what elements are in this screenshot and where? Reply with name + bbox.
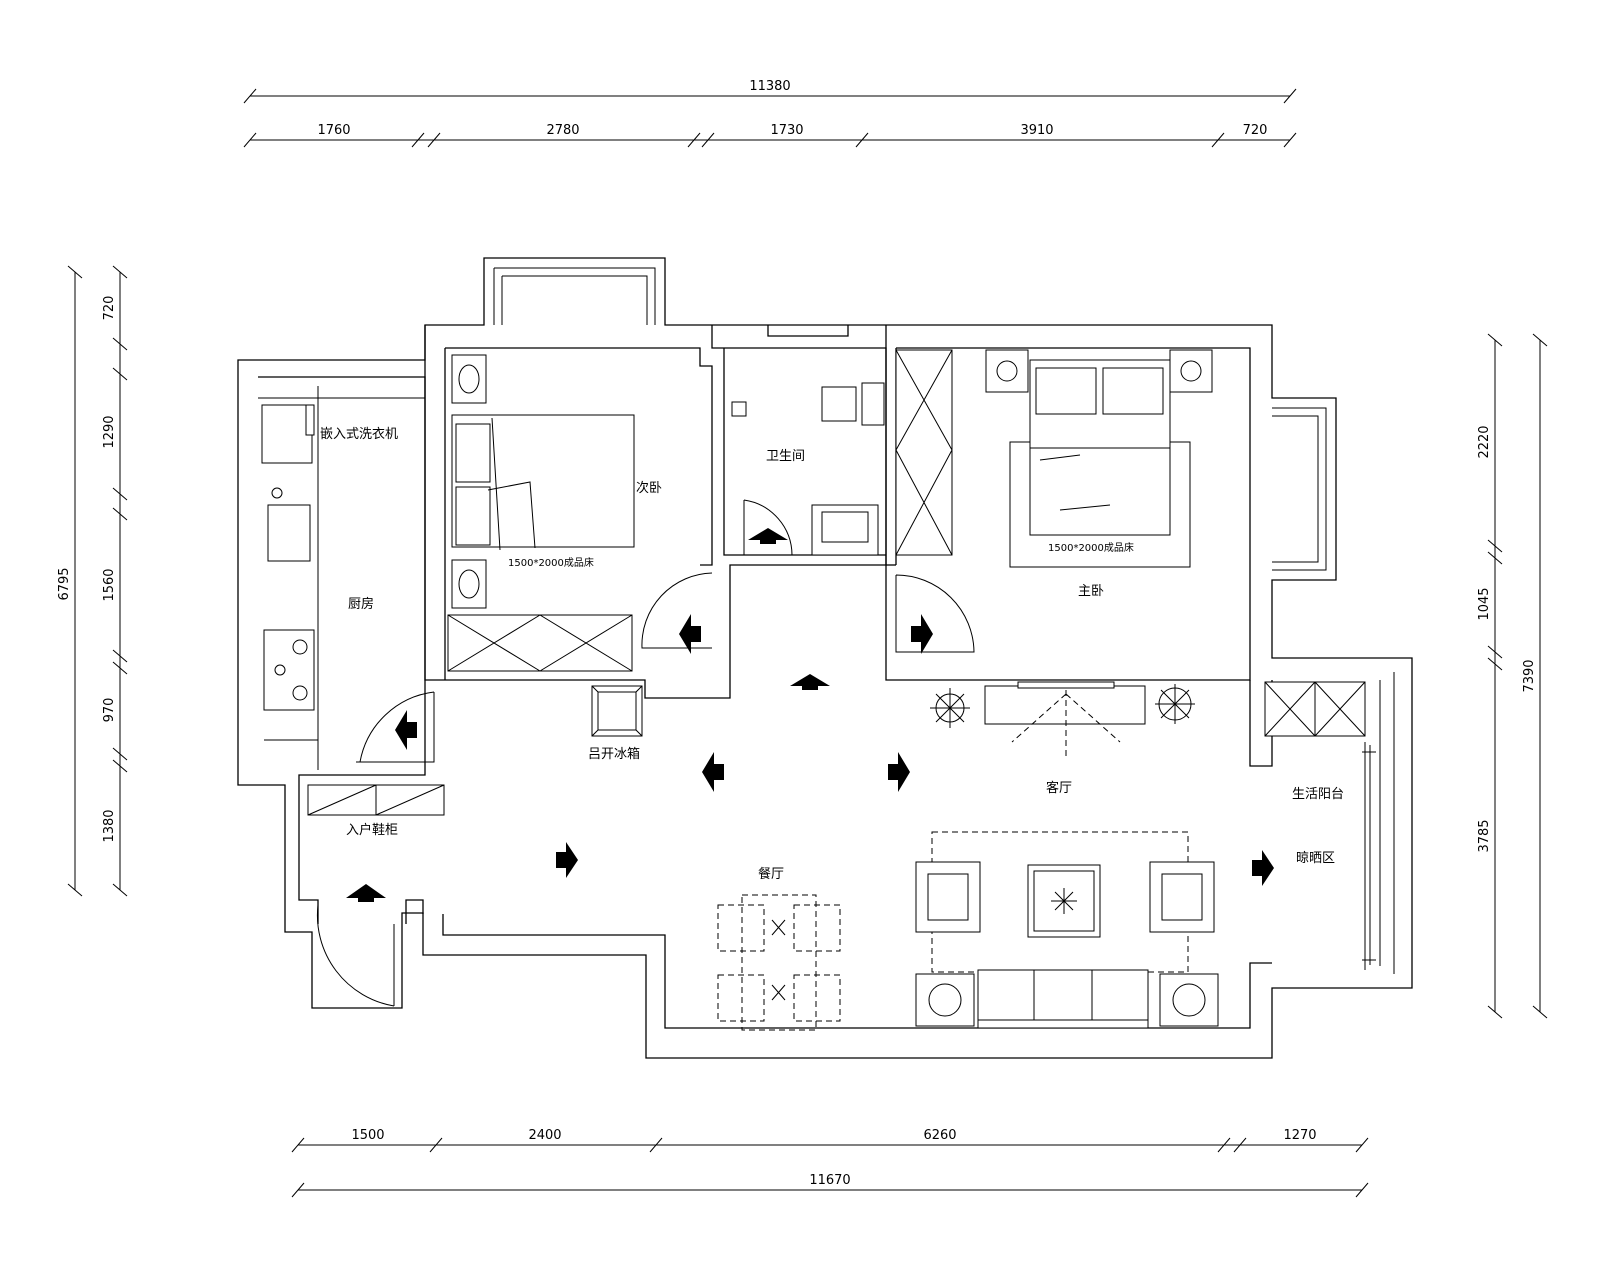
label-dining-room: 餐厅 [758,866,784,882]
label-bed-master: 1500*2000成品床 [1048,541,1134,554]
toilet [821,386,857,422]
label-kitchen: 厨房 [348,596,374,612]
plant-icon [1155,684,1195,724]
dim-right-total: 7390 [1522,659,1537,692]
room-labels: 嵌入式洗衣机 厨房 次卧 1500*2000成品床 卫生间 主卧 1500*20… [320,426,1344,882]
dim-right-1: 2220 [1477,425,1492,458]
dim-bottom-2: 2400 [528,1128,561,1143]
arrow-icon [346,884,386,902]
dim-top-4: 3910 [1020,123,1053,138]
arrow-icon [888,752,910,792]
gas-stove [263,629,315,711]
dim-bottom-total: 11670 [809,1173,850,1188]
left-dimensions: 6795 720 1290 1560 970 1380 [57,265,128,897]
label-entry-cabinet: 入户鞋柜 [346,822,398,838]
dining-table [741,894,817,1031]
label-washer: 嵌入式洗衣机 [320,426,398,442]
dim-top-5: 720 [1243,123,1268,138]
dim-right-3: 3785 [1477,819,1492,852]
dim-top-2: 2780 [546,123,579,138]
dim-top-3: 1730 [770,123,803,138]
circulation-arrows [346,528,1274,902]
wardrobe-master [895,349,953,556]
dim-right-2: 1045 [1477,587,1492,620]
kitchen-sink [267,504,311,562]
dim-top-1: 1760 [317,123,350,138]
top-dimensions: 11380 1760 2780 1730 3910 720 [243,79,1297,148]
right-dimensions: 2220 1045 3785 7390 [1477,333,1548,1019]
bottom-dimensions: 1500 2400 6260 1270 11670 [291,1128,1369,1198]
arrow-icon [1252,850,1274,886]
label-living-room: 客厅 [1046,780,1072,796]
doors [316,499,975,1007]
arrow-icon [679,614,701,654]
dim-bottom-4: 1270 [1283,1128,1316,1143]
arrow-icon [556,842,578,878]
washing-machine [261,404,313,464]
label-fridge: 吕开冰箱 [588,746,640,762]
arrow-icon [911,614,933,654]
dim-top-total: 11380 [749,79,790,94]
label-master-bedroom: 主卧 [1078,584,1104,599]
dim-left-2: 1290 [102,415,117,448]
dim-left-5: 1380 [102,809,117,842]
arrow-icon [395,710,417,750]
furniture [261,349,1376,1031]
dim-bottom-1: 1500 [351,1128,384,1143]
arrow-icon [748,528,788,544]
arrow-icon [702,752,724,792]
dim-bottom-3: 6260 [923,1128,956,1143]
walls [237,257,1413,1059]
label-drying-area: 晾晒区 [1296,850,1335,866]
dim-left-4: 970 [102,698,117,723]
dim-left-total: 6795 [57,567,72,600]
label-balcony: 生活阳台 [1292,787,1344,802]
tv-cabinet [984,685,1146,725]
plant-icon [930,688,970,728]
sofa [977,969,1149,1029]
dim-left-3: 1560 [102,568,117,601]
wardrobe-small [447,614,633,672]
arrow-icon [790,674,830,690]
label-second-bedroom: 次卧 [636,480,662,496]
label-bed-small: 1500*2000成品床 [508,556,594,569]
dim-left-1: 720 [102,296,117,321]
label-bathroom: 卫生间 [766,449,805,464]
